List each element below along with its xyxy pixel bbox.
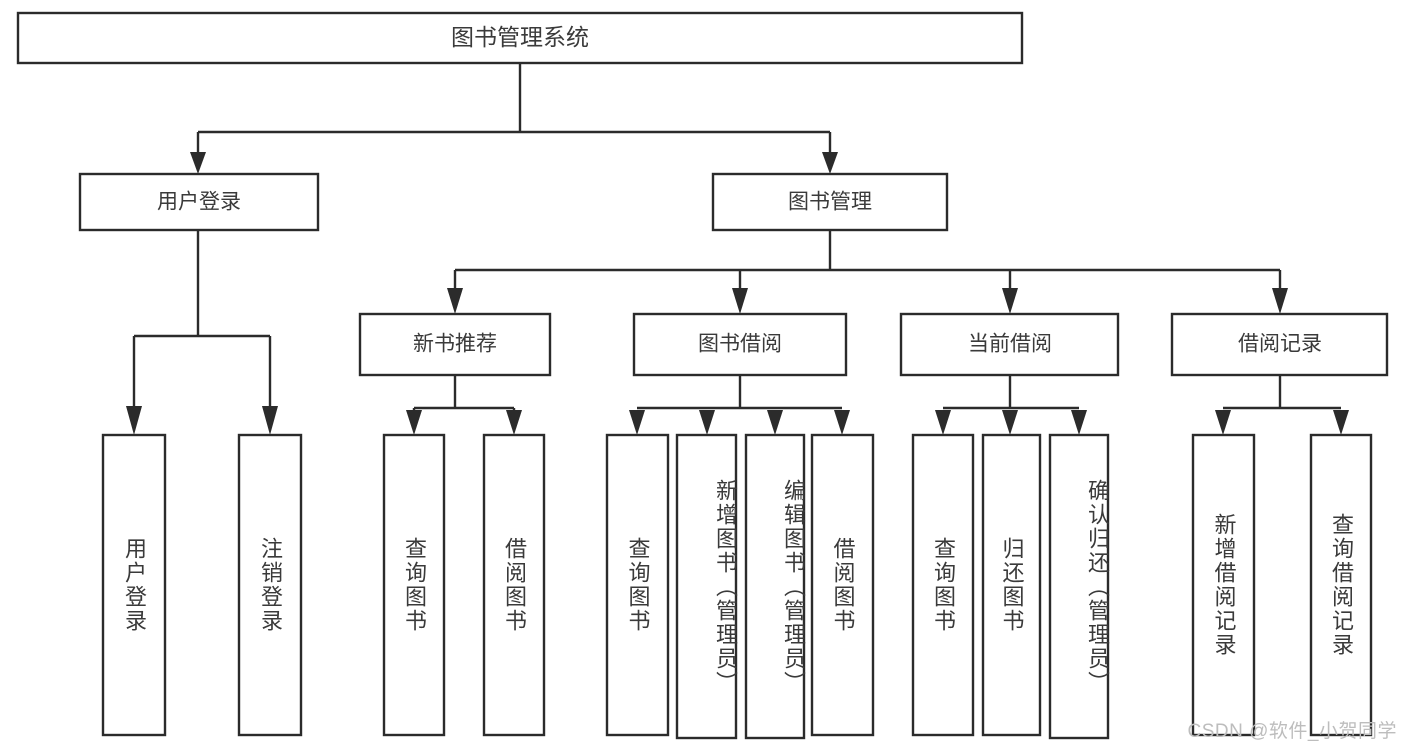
arrowhead-newbook-leaf-1 [406,410,422,435]
leaf-box-confirm-return-admin[interactable] [1048,433,1110,740]
nodes-layer [16,11,1389,740]
arrowhead-logout-leaf [262,406,278,435]
arrowhead-current-borrow [1002,288,1018,314]
leaf-box-borrow-book-2[interactable] [810,433,875,737]
leaf-box-logout[interactable] [237,433,303,737]
arrowhead-borrowrecord-leaf-1 [1215,410,1231,435]
node-root-label: 图书管理系统 [451,24,589,50]
node-book-borrow-label: 图书借阅 [698,333,782,356]
arrowhead-currentborrow-leaf-3 [1071,410,1087,435]
leaf-box-query-book-2[interactable] [605,433,670,737]
arrowhead-book-borrow [732,288,748,314]
leaf-box-user-login[interactable] [101,433,167,737]
arrowhead-currentborrow-leaf-1 [935,410,951,435]
arrowhead-user-login-leaf [126,406,142,435]
leaf-box-return-book[interactable] [981,433,1042,737]
arrowhead-newbook-leaf-2 [506,410,522,435]
leaf-box-query-book-3[interactable] [911,433,975,737]
arrowhead-new-book [447,288,463,314]
node-new-book-recommend-label: 新书推荐 [413,333,497,356]
node-root[interactable] [16,11,1024,65]
node-new-book-recommend[interactable] [358,312,552,377]
node-current-borrow[interactable] [899,312,1120,377]
node-borrow-record-label: 借阅记录 [1238,333,1322,356]
arrowhead-borrow-record [1272,288,1288,314]
arrowhead-borrowrecord-leaf-2 [1333,410,1349,435]
edges-layer [126,63,1349,435]
leaf-box-query-borrow-record[interactable] [1309,433,1373,737]
arrowhead-user-login [190,152,206,174]
leaf-box-query-book-1[interactable] [382,433,446,737]
arrowhead-bookborrow-leaf-3 [767,410,783,435]
node-book-manage[interactable] [711,172,949,232]
leaf-box-borrow-book-1[interactable] [482,433,546,737]
arrowhead-book-manage [822,152,838,174]
node-user-login[interactable] [78,172,320,232]
node-current-borrow-label: 当前借阅 [968,333,1052,356]
node-borrow-record[interactable] [1170,312,1389,377]
watermark-text: CSDN @软件_小贺同学 [1187,721,1397,742]
leaf-box-add-book-admin[interactable] [675,433,738,740]
leaf-box-add-borrow-record[interactable] [1191,433,1256,737]
node-user-login-label: 用户登录 [157,191,241,214]
node-book-manage-label: 图书管理 [788,191,872,214]
node-book-borrow[interactable] [632,312,848,377]
leaf-box-edit-book-admin[interactable] [744,433,806,740]
arrowhead-bookborrow-leaf-2 [699,410,715,435]
arrowhead-currentborrow-leaf-2 [1002,410,1018,435]
arrowhead-bookborrow-leaf-1 [629,410,645,435]
horizontal-labels-layer: 图书管理系统 用户登录 图书管理 新书推荐 图书借阅 当前借阅 借阅记录 [157,24,1322,355]
arrowhead-bookborrow-leaf-4 [834,410,850,435]
